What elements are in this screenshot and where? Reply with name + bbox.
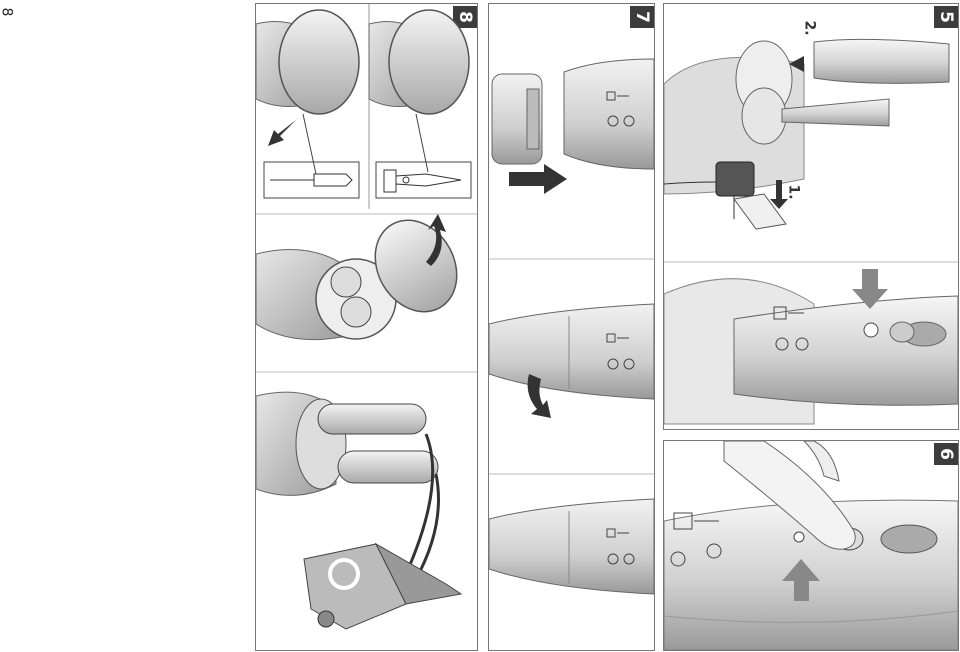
- arrow-down-gray-icon: [852, 269, 888, 309]
- curved-arrow-icon: [426, 214, 446, 266]
- panel-5-illustration: [664, 38, 958, 425]
- panel-8-illustration: [256, 4, 477, 630]
- arrow-down-icon: [770, 180, 788, 209]
- recycle-bin-icon: [303, 542, 463, 630]
- arrow-left-icon: [789, 56, 804, 72]
- panel-7-attach-head: 7: [488, 3, 655, 651]
- curved-arrow-down-icon: [527, 374, 551, 418]
- panel-6-power-button: 6: [663, 440, 959, 651]
- panel-5-charging: 5 2. 1.: [663, 3, 959, 430]
- panel-6-illustration: [664, 441, 958, 650]
- arrow-right-icon: [509, 164, 567, 194]
- page-number: 8: [0, 7, 15, 17]
- arrow-down-left-icon: [268, 116, 301, 146]
- panel-8-battery-disposal: 8: [255, 3, 478, 651]
- panel-7-illustration: [489, 58, 654, 595]
- arrow-up-gray-icon: [782, 559, 820, 601]
